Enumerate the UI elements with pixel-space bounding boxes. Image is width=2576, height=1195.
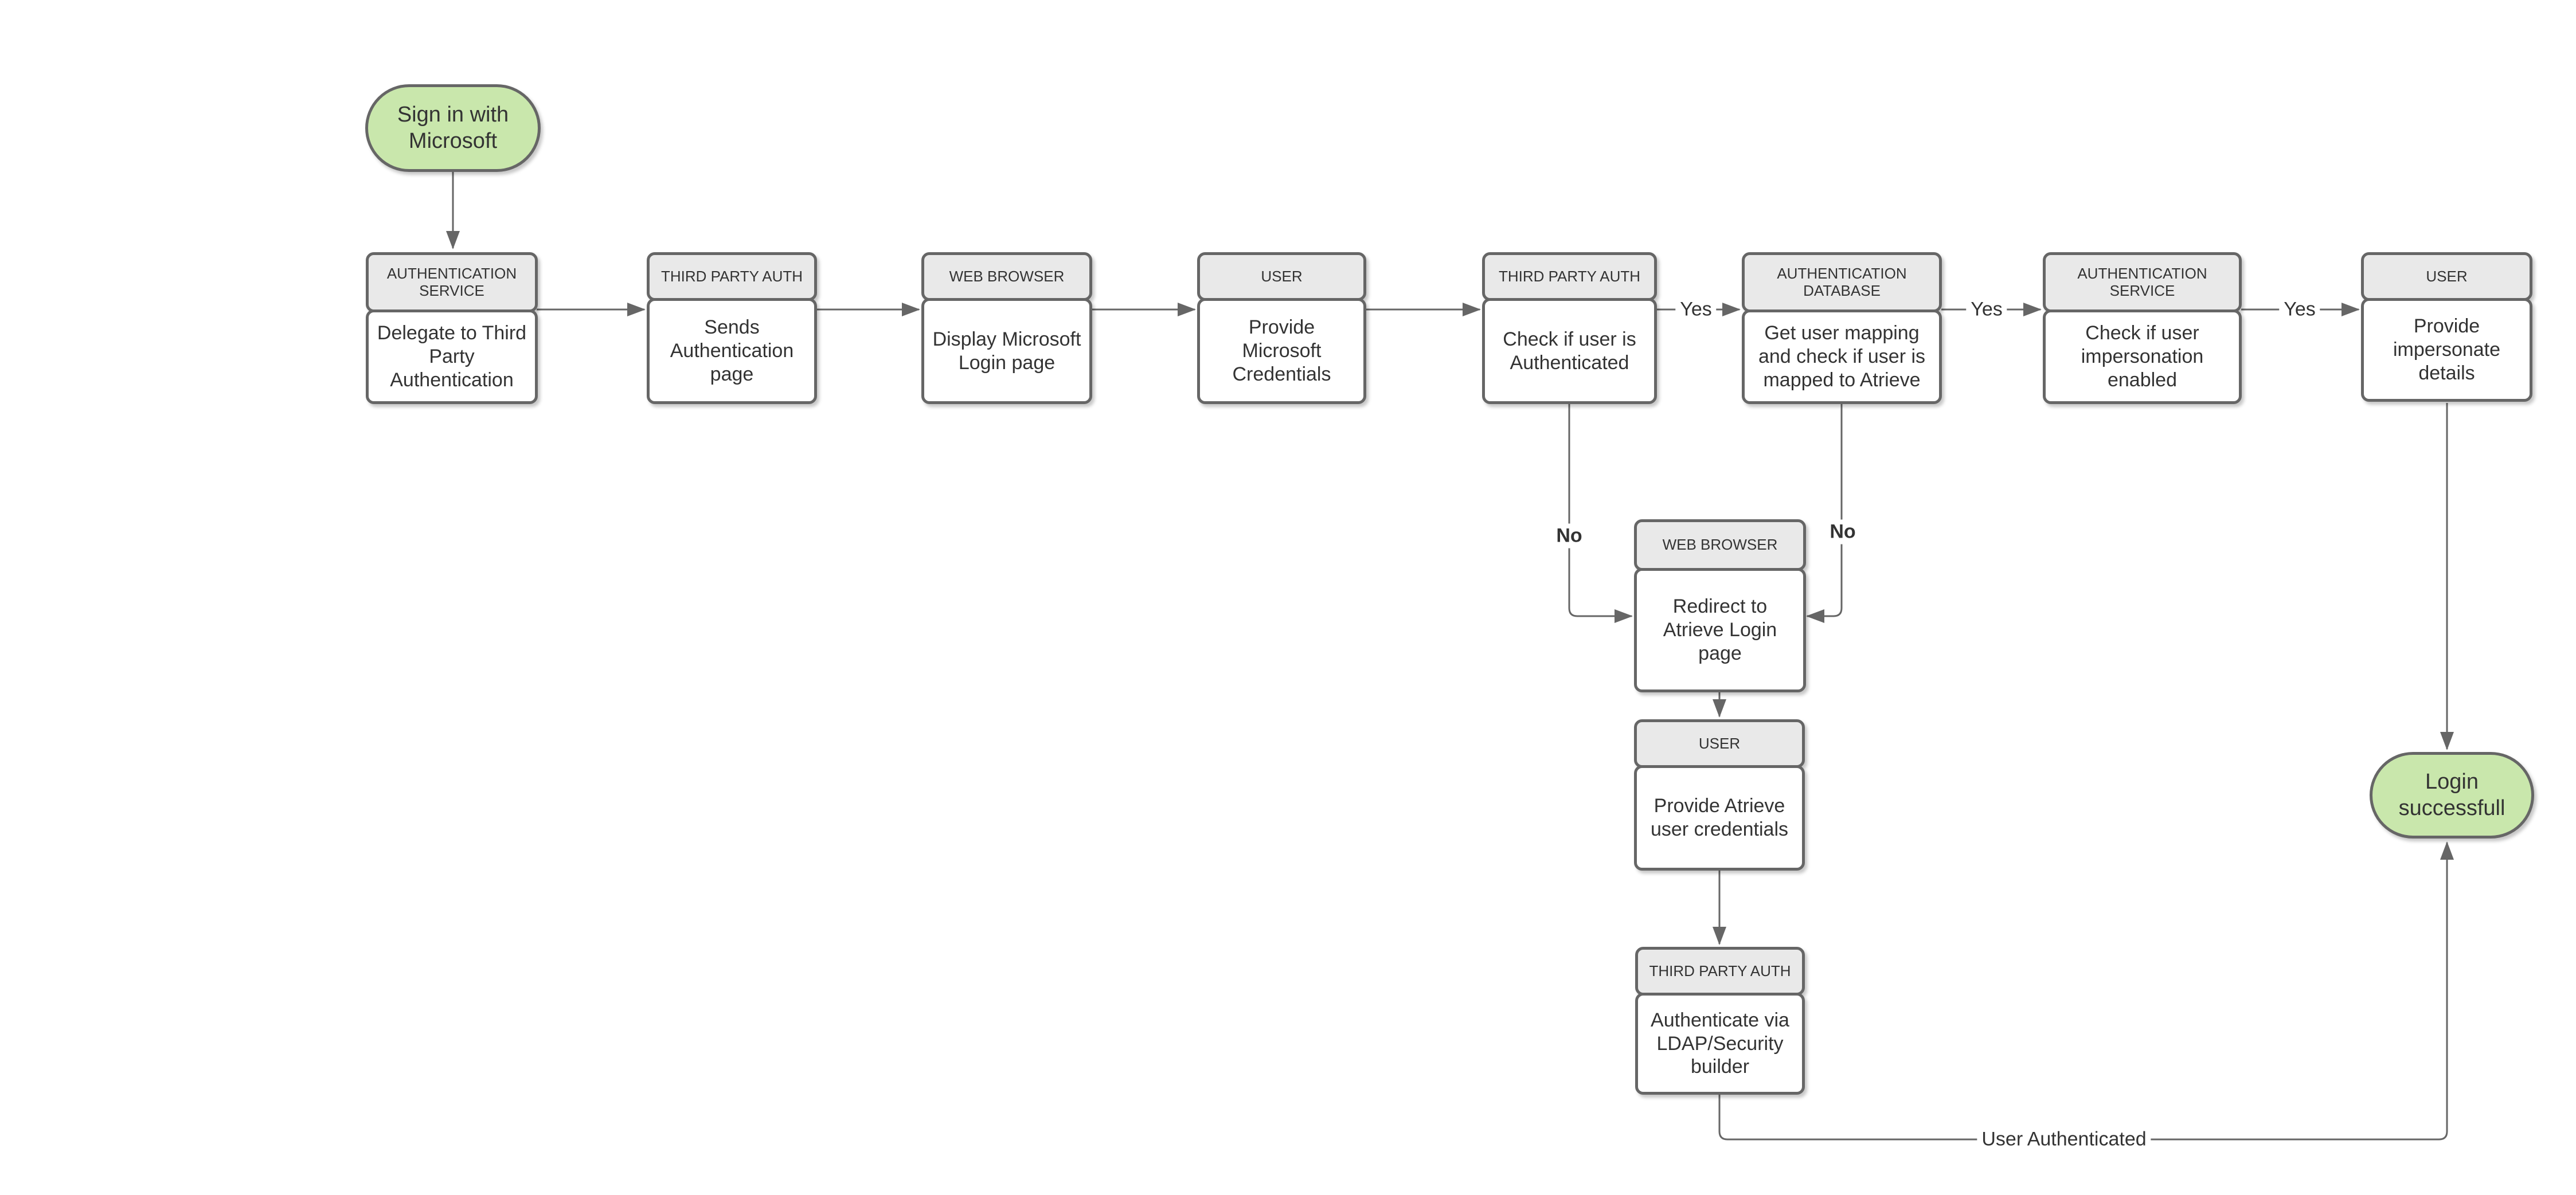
node-user-provide-impersonate-details: USER Provide impersonate details	[2361, 252, 2532, 402]
node-authentication-service-delegate: AUTHENTICATION SERVICE Delegate to Third…	[366, 252, 538, 404]
edge-no-mapping-to-redirect	[1806, 403, 1843, 623]
edge-no-auth-to-redirect	[1568, 403, 1633, 623]
edge-label-yes-impersonation: Yes	[2279, 297, 2320, 322]
edge-label-user-authenticated: User Authenticated	[1977, 1127, 2151, 1152]
node-body-text: Provide impersonate details	[2361, 298, 2532, 402]
node-body-text: Display Microsoft Login page	[921, 298, 1092, 404]
node-body-text: Get user mapping and check if user is ma…	[1742, 309, 1942, 404]
node-title: WEB BROWSER	[921, 252, 1092, 301]
node-title: THIRD PARTY AUTH	[1482, 252, 1657, 301]
node-user-provide-ms-credentials: USER Provide Microsoft Credentials	[1197, 252, 1366, 404]
node-third-party-auth-ldap: THIRD PARTY AUTH Authenticate via LDAP/S…	[1635, 947, 1805, 1095]
end-node: Login successfull	[2370, 752, 2534, 839]
node-title: AUTHENTICATION SERVICE	[2043, 252, 2242, 312]
node-third-party-auth-sends-page: THIRD PARTY AUTH Sends Authentication pa…	[647, 252, 817, 404]
end-node-label: Login successfull	[2398, 769, 2505, 820]
node-title: AUTHENTICATION DATABASE	[1742, 252, 1942, 312]
edge-label-no-auth-failed: No	[1551, 523, 1587, 548]
node-authentication-database-mapping: AUTHENTICATION DATABASE Get user mapping…	[1742, 252, 1942, 404]
edge-ldap-to-login-success	[1718, 841, 2454, 1141]
start-node-label: Sign in with Microsoft	[397, 102, 509, 153]
node-body-text: Sends Authentication page	[647, 298, 817, 404]
node-body-text: Redirect to Atrieve Login page	[1634, 568, 1806, 692]
node-body-text: Check if user impersonation enabled	[2043, 309, 2242, 404]
node-authentication-service-impersonation: AUTHENTICATION SERVICE Check if user imp…	[2043, 252, 2242, 404]
node-body-text: Check if user is Authenticated	[1482, 298, 1657, 404]
node-body-text: Delegate to Third Party Authentication	[366, 309, 538, 404]
edge-label-no-not-mapped: No	[1825, 519, 1860, 544]
node-title: WEB BROWSER	[1634, 519, 1806, 571]
node-body-text: Provide Microsoft Credentials	[1197, 298, 1366, 404]
start-node: Sign in with Microsoft	[365, 84, 541, 172]
node-title: THIRD PARTY AUTH	[647, 252, 817, 301]
edge-label-yes-authenticated: Yes	[1675, 297, 1717, 322]
node-title: USER	[1634, 719, 1805, 768]
node-third-party-auth-check-authenticated: THIRD PARTY AUTH Check if user is Authen…	[1482, 252, 1657, 404]
node-user-provide-atrieve-credentials: USER Provide Atrieve user credentials	[1634, 719, 1805, 871]
node-body-text: Provide Atrieve user credentials	[1634, 765, 1805, 871]
edge-label-yes-mapped: Yes	[1966, 297, 2007, 322]
node-web-browser-redirect-atrieve: WEB BROWSER Redirect to Atrieve Login pa…	[1634, 519, 1806, 692]
node-title: USER	[2361, 252, 2532, 301]
node-web-browser-display-login: WEB BROWSER Display Microsoft Login page	[921, 252, 1092, 404]
node-title: USER	[1197, 252, 1366, 301]
node-body-text: Authenticate via LDAP/Security builder	[1635, 993, 1805, 1095]
node-title: AUTHENTICATION SERVICE	[366, 252, 538, 312]
node-title: THIRD PARTY AUTH	[1635, 947, 1805, 996]
